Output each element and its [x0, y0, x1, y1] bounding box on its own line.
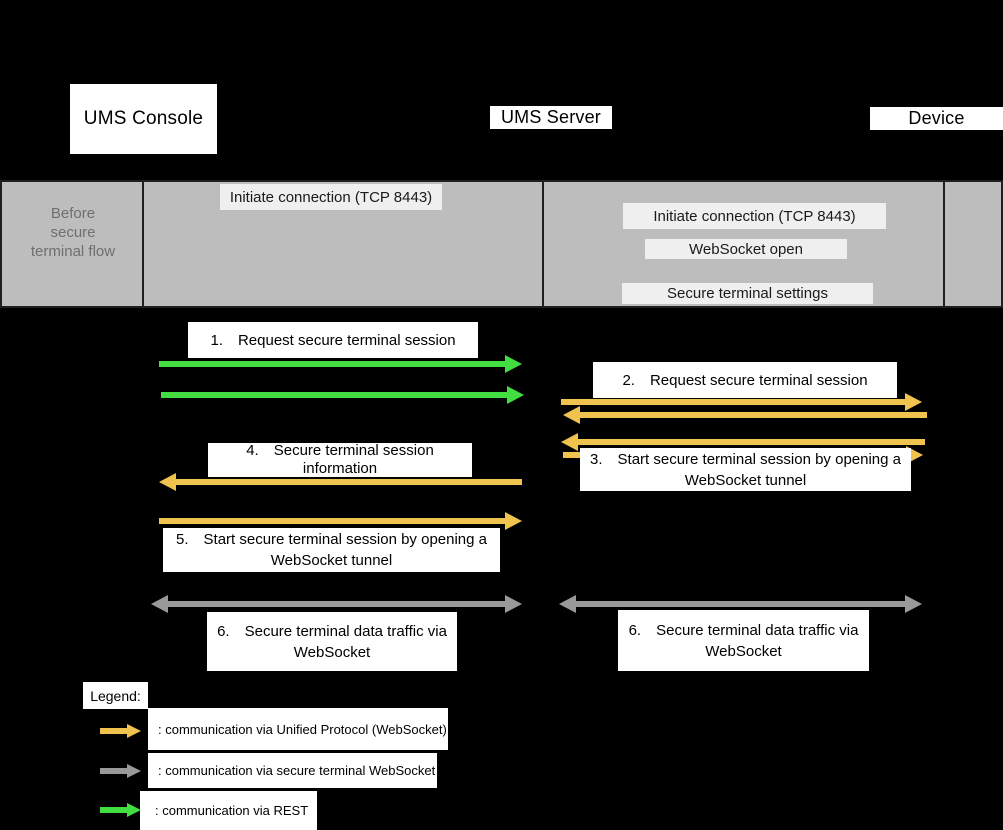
arrow-shaft [165, 601, 508, 607]
band-message-label-websocket-open: WebSocket open [645, 239, 847, 259]
band-section-label: Before secure terminal flow [30, 205, 116, 260]
console-lifeline [142, 182, 144, 306]
step-text: Request secure terminal session [649, 371, 868, 389]
step-number: 4. [246, 442, 259, 459]
arrow-shaft [100, 728, 129, 734]
unified-arrow-step-2 [561, 393, 922, 411]
arrow-head-left-icon [559, 595, 576, 613]
before-secure-terminal-flow-band: Before secure terminal flow Initiate con… [0, 180, 1003, 464]
band-message-label-initiate-connection-device: Initiate connection (TCP 8443) [623, 203, 886, 229]
secure-terminal-arrow-step-6-console-server [151, 595, 522, 613]
arrow-shaft [575, 439, 925, 445]
arrow-shaft [159, 518, 508, 524]
server-lifeline [542, 182, 544, 306]
band-message-label-secure-terminal-settings: Secure terminal settings [622, 283, 873, 304]
step-text: Secure terminal data traffic via WebSock… [656, 621, 859, 660]
step-number: 5. [176, 531, 189, 548]
participant-device-label: Device [908, 108, 965, 128]
participant-ums-console: UMS Console [70, 84, 217, 154]
step-4-label: 4. Secure terminal session information [208, 442, 472, 477]
arrow-shaft [577, 412, 927, 418]
arrow-head-right-icon [127, 803, 141, 817]
step-2-label: 2. Request secure terminal session [593, 362, 897, 398]
unified-arrow-step-3 [561, 433, 925, 451]
step-number: 2. [622, 371, 635, 389]
legend-title: Legend: [83, 682, 148, 709]
arrow-head-right-icon [505, 595, 522, 613]
step-number: 6. [628, 621, 642, 639]
arrow-shaft [161, 392, 510, 398]
secure-terminal-arrow-step-6-server-device [559, 595, 922, 613]
step-6-right-label: 6. Secure terminal data traffic via WebSo… [618, 610, 869, 671]
step-1-label: 1. Request secure terminal session [188, 322, 478, 358]
arrow-shaft [573, 601, 908, 607]
arrow-head-right-icon [127, 724, 141, 738]
arrow-head-right-icon [505, 355, 522, 373]
device-lifeline [943, 182, 945, 306]
participant-ums-console-label: UMS Console [83, 108, 204, 129]
rest-arrow-step-1 [159, 355, 522, 373]
unified-arrow-step-4 [159, 473, 522, 491]
unified-arrow-step-5 [159, 512, 522, 530]
step-3-label: 3. Start secure terminal session by openi… [580, 448, 911, 491]
band-message-label-initiate-connection-console: Initiate connection (TCP 8443) [220, 184, 442, 210]
step-text: Request secure terminal session [237, 331, 456, 349]
legend-item-secure-terminal-websocket: : communication via secure terminal WebS… [148, 753, 437, 788]
step-number: 6. [217, 622, 230, 640]
legend-item-unified-protocol: : communication via Unified Protocol (We… [148, 708, 448, 750]
arrow-shaft [173, 479, 522, 485]
step-text: Start secure terminal session by opening… [617, 450, 901, 489]
arrow-head-left-icon [151, 595, 168, 613]
arrow-head-left-icon [561, 433, 578, 451]
legend-unified-websocket-arrow-icon [100, 724, 141, 738]
step-6-left-label: 6. Secure terminal data traffic via WebSo… [207, 612, 457, 671]
legend-item-rest: : communication via REST [140, 791, 317, 830]
arrow-shaft [561, 399, 908, 405]
arrow-shaft [100, 807, 129, 813]
arrow-head-right-icon [905, 393, 922, 411]
step-text: Start secure terminal session by opening… [203, 531, 487, 569]
arrow-head-right-icon [505, 512, 522, 530]
legend-rest-arrow-icon [100, 803, 141, 817]
participant-device: Device [870, 107, 1003, 130]
arrow-head-left-icon [159, 473, 176, 491]
step-text: Secure terminal data traffic via WebSock… [244, 622, 447, 661]
arrow-head-right-icon [507, 386, 524, 404]
unified-arrow-initiate-connection [563, 406, 927, 424]
arrow-shaft [100, 768, 129, 774]
participant-ums-server-label: UMS Server [500, 107, 601, 127]
step-number: 3. [590, 450, 603, 468]
step-5-label: 5. Start secure terminal session by openi… [163, 528, 500, 572]
arrow-head-right-icon [905, 595, 922, 613]
legend-secure-terminal-websocket-arrow-icon [100, 764, 141, 778]
participant-ums-server: UMS Server [490, 106, 612, 129]
arrow-head-right-icon [127, 764, 141, 778]
step-text: Secure terminal session information [273, 442, 434, 477]
rest-arrow-initiate-connection [161, 386, 524, 404]
step-number: 1. [210, 331, 223, 349]
arrow-shaft [159, 361, 508, 367]
arrow-head-left-icon [563, 406, 580, 424]
